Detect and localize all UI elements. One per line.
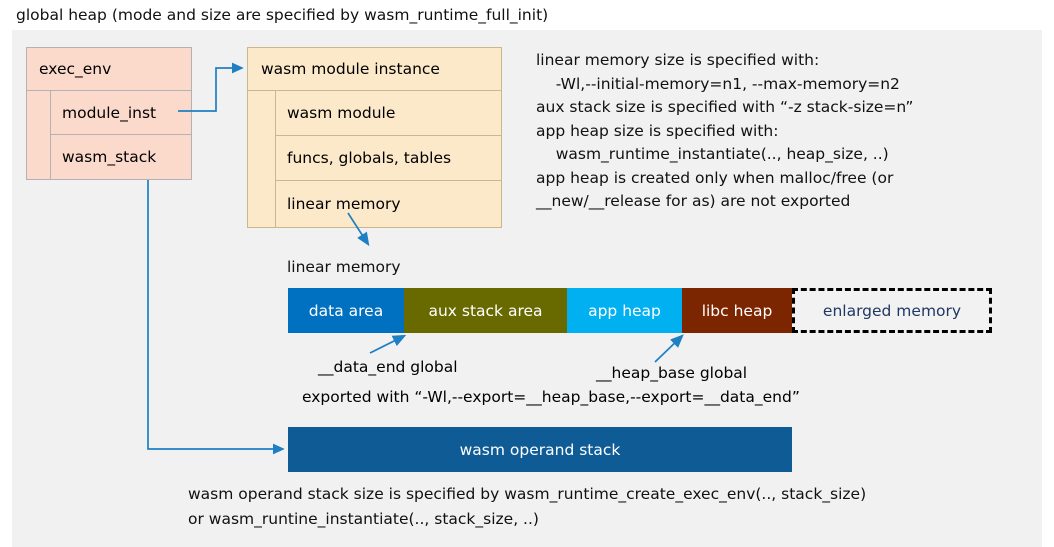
wasm-operand-stack-bar: wasm operand stack (288, 427, 792, 472)
segment-data-area: data area (288, 288, 404, 333)
segment-aux-stack-area: aux stack area (404, 288, 567, 333)
annotation-exported: exported with “-Wl,--export=__heap_base,… (302, 388, 800, 406)
exec-env-box: exec_env module_inst wasm_stack (26, 47, 192, 180)
segment-libc-heap: libc heap (682, 288, 792, 333)
segment-enlarged-memory: enlarged memory (792, 288, 992, 333)
segment-app-heap: app heap (567, 288, 682, 333)
annotation-data-end: __data_end global (318, 358, 458, 376)
wasm-module-instance-fields: wasm module funcs, globals, tables linea… (275, 91, 501, 227)
wasm-module-instance-box: wasm module instance wasm module funcs, … (247, 47, 502, 228)
annotation-heap-base: __heap_base global (596, 364, 748, 382)
operand-stack-note: wasm operand stack size is specified by … (188, 485, 867, 528)
configuration-notes: linear memory size is specified with: -W… (536, 51, 914, 210)
exec-env-field-wasm-stack: wasm_stack (50, 135, 191, 179)
field-funcs-globals-tables: funcs, globals, tables (275, 136, 501, 181)
exec-env-field-module-inst: module_inst (50, 91, 191, 135)
linear-memory-label: linear memory (287, 258, 401, 276)
page-title: global heap (mode and size are specified… (16, 6, 549, 24)
field-linear-memory: linear memory (275, 181, 501, 227)
exec-env-header: exec_env (27, 48, 191, 91)
linear-memory-bar: data area aux stack area app heap libc h… (288, 288, 992, 333)
field-wasm-module: wasm module (275, 91, 501, 136)
wasm-module-instance-header: wasm module instance (248, 48, 501, 91)
exec-env-fields: module_inst wasm_stack (50, 91, 191, 179)
